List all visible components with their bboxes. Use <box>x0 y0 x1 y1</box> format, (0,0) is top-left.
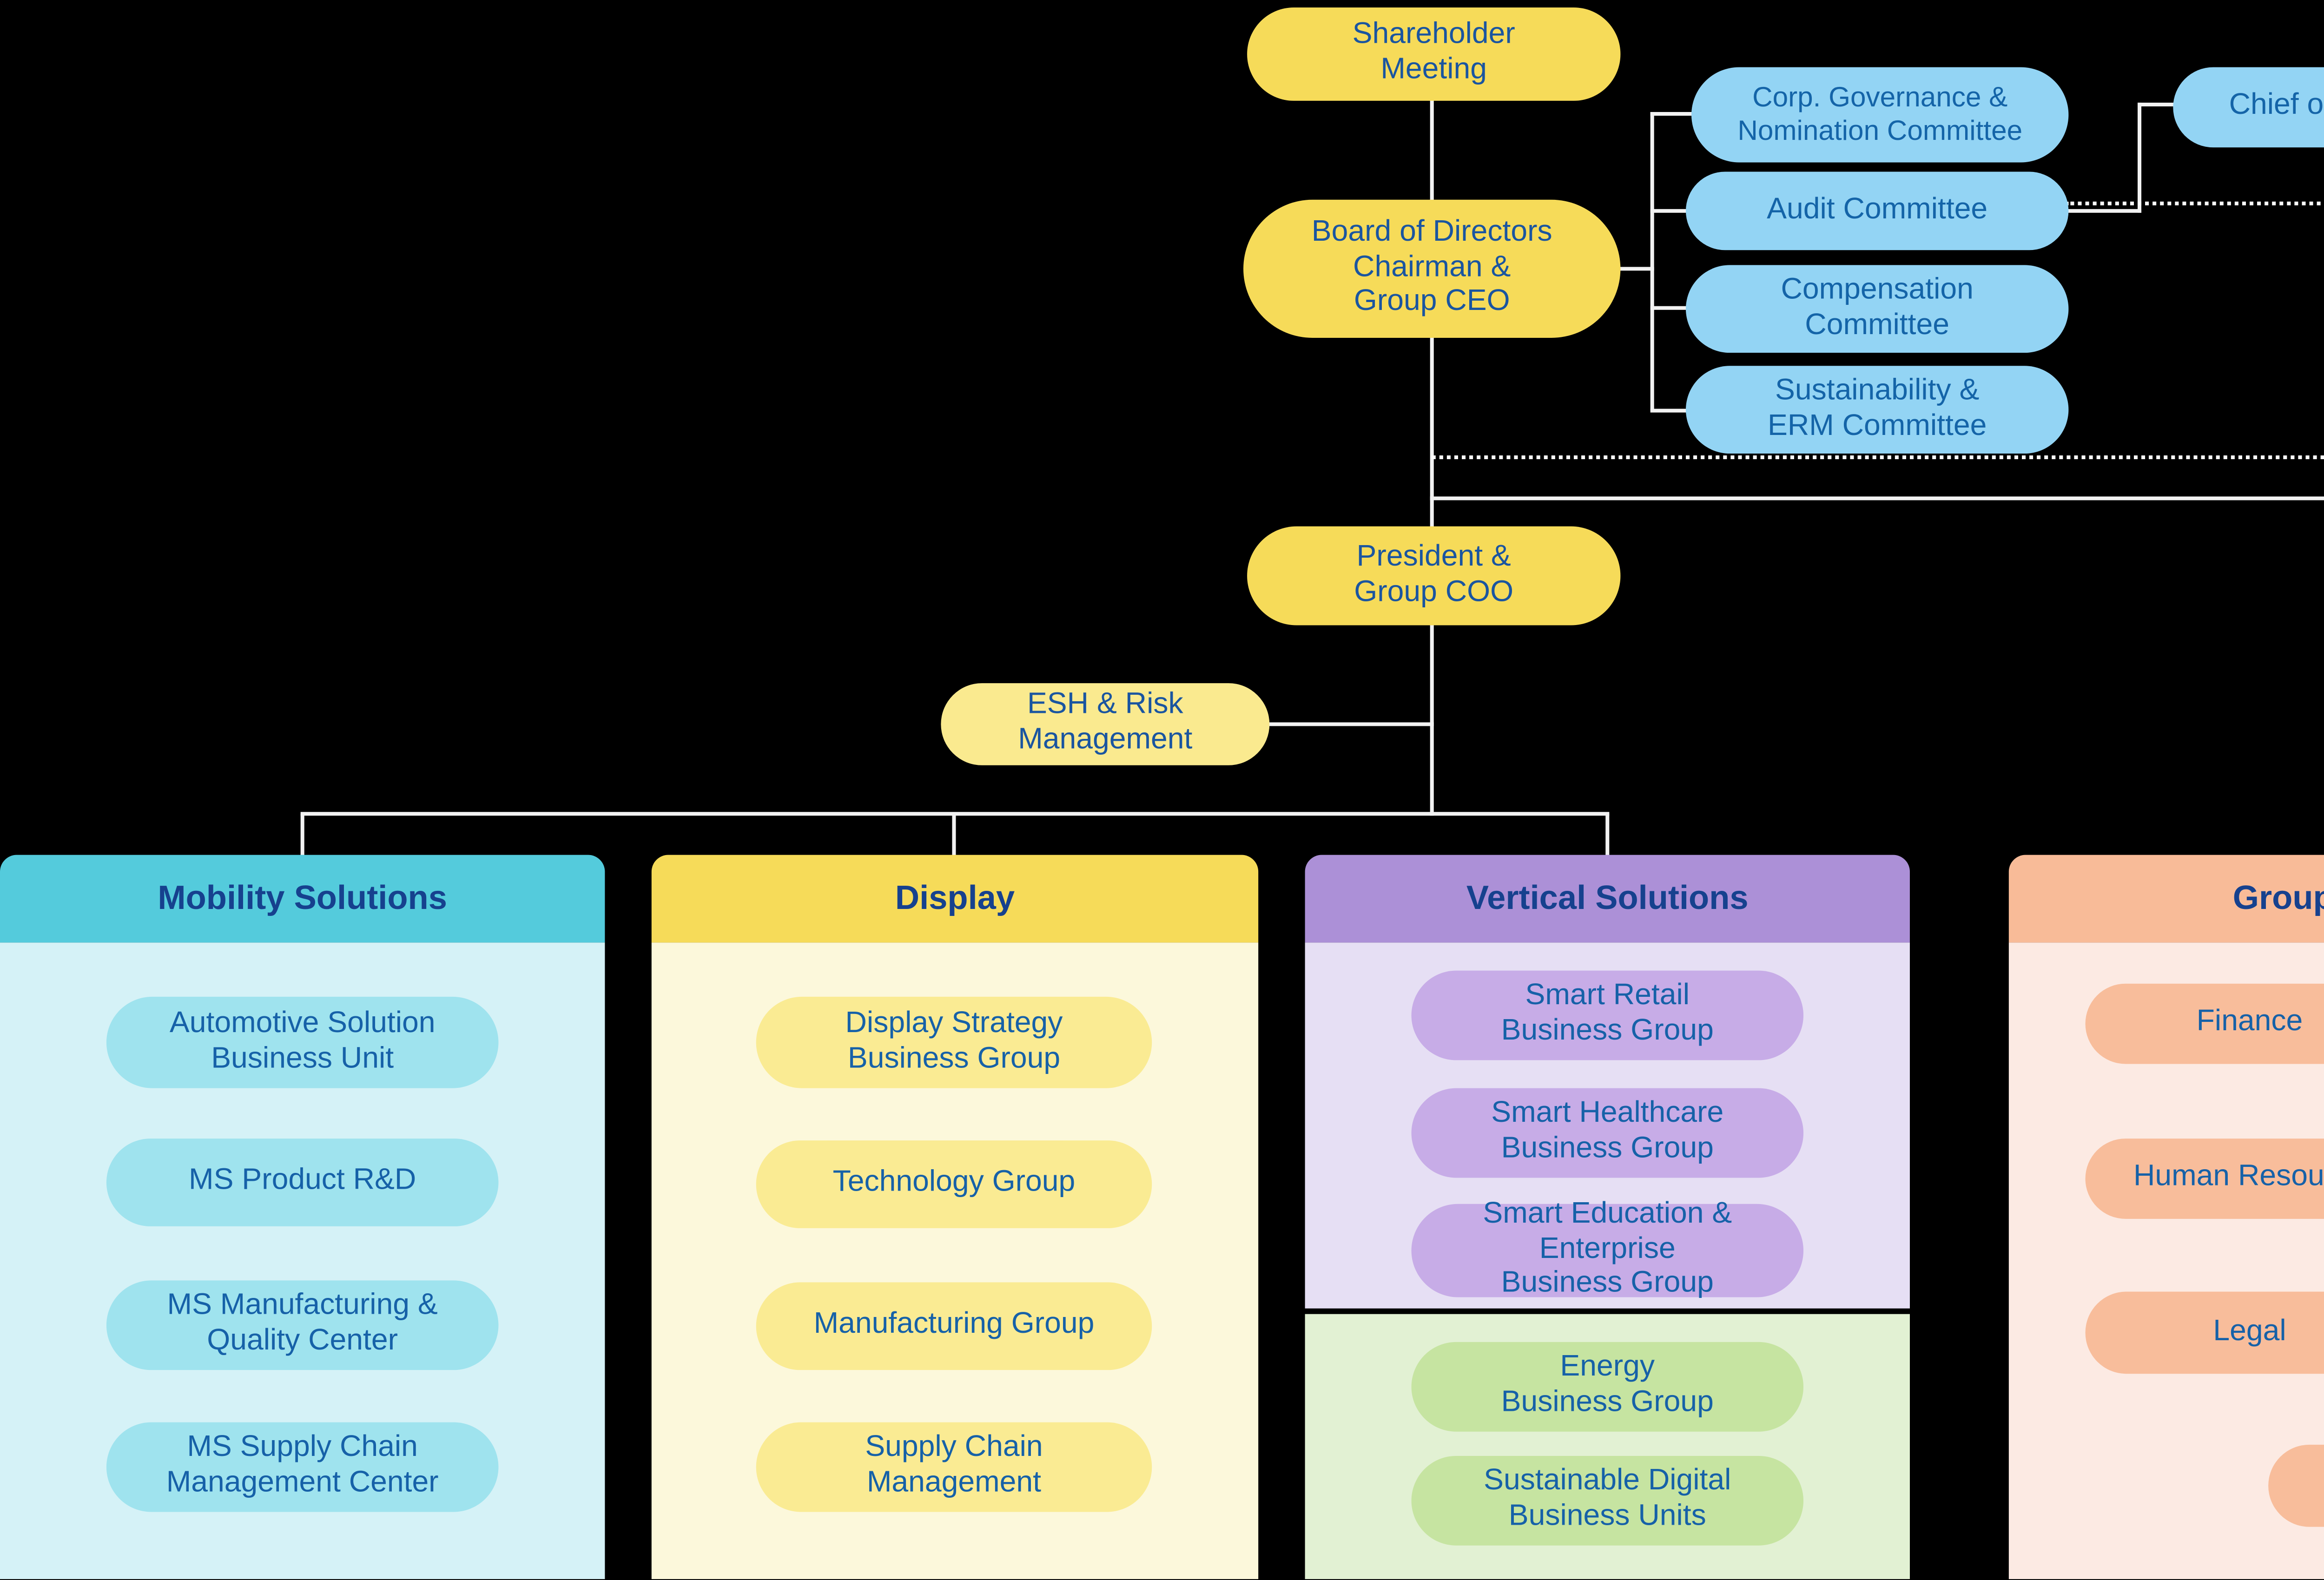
division-mobility-solutions: Mobility Solutions Automotive Solution B… <box>0 855 605 1580</box>
unit-ms-supply-chain: MS Supply Chain Management Center <box>106 1422 499 1512</box>
node-board-of-directors: Board of Directors Chairman & Group CEO <box>1243 199 1621 338</box>
connector-president-divisions <box>1430 623 1434 816</box>
unit-smart-education-enterprise: Smart Education & Enterprise Business Gr… <box>1411 1198 1804 1300</box>
connector-board-stub <box>1617 267 1654 271</box>
connector-board-president <box>1430 334 1434 528</box>
connector-drop-display <box>952 814 956 857</box>
connector-committee-bracket <box>1650 112 1654 411</box>
unit-legal: Legal <box>2085 1291 2324 1374</box>
unit-finance: Finance <box>2085 983 2324 1064</box>
connector-shareholder-board <box>1430 97 1434 202</box>
connector-corp-governance-stub <box>1650 112 1696 116</box>
division-display: Display Display Strategy Business Group … <box>651 855 1259 1580</box>
connector-compensation-stub <box>1650 306 1690 310</box>
unit-sustainable-digital: Sustainable Digital Business Units <box>1411 1455 1804 1546</box>
division-vertical-solutions: Vertical Solutions Smart Retail Business… <box>1305 855 1910 1580</box>
unit-smart-retail: Smart Retail Business Group <box>1411 970 1804 1060</box>
unit-ms-manufacturing-quality: MS Manufacturing & Quality Center <box>106 1280 499 1370</box>
connector-drop-mobility <box>300 814 304 857</box>
unit-ms-product-rd: MS Product R&D <box>106 1139 499 1226</box>
dotted-audit-right <box>2065 201 2324 205</box>
unit-automotive-solution: Automotive Solution Business Unit <box>106 996 499 1088</box>
connector-audit-compliance-v <box>2138 102 2142 213</box>
node-sustainability-erm-committee: Sustainability & ERM Committee <box>1685 366 2069 454</box>
division-header-infrastructure: Group Infrastructure Unit <box>2008 855 2324 943</box>
division-header-mobility: Mobility Solutions <box>0 855 605 943</box>
connector-drop-vertical <box>1605 814 1610 857</box>
node-compensation-committee: Compensation Committee <box>1685 265 2069 353</box>
node-esh-risk-management: ESH & Risk Management <box>941 683 1270 765</box>
node-president-group-coo: President & Group COO <box>1247 526 1621 625</box>
unit-manufacturing-group: Manufacturing Group <box>756 1282 1152 1370</box>
unit-technology-group: Technology Group <box>756 1140 1152 1228</box>
node-audit-committee: Audit Committee <box>1685 171 2069 250</box>
unit-energy-business-group: Energy Business Group <box>1411 1342 1804 1432</box>
unit-human-resource: Human Resource <box>2085 1139 2324 1219</box>
dotted-compliance-to-mainline <box>1432 455 2324 460</box>
unit-display-strategy: Display Strategy Business Group <box>756 996 1152 1088</box>
unit-smart-healthcare: Smart Healthcare Business Group <box>1411 1088 1804 1178</box>
node-shareholder-meeting: Shareholder Meeting <box>1247 7 1621 101</box>
connector-audit-stub <box>1650 209 1690 213</box>
node-chief-of-compliance: Chief of Compliance <box>2173 67 2324 148</box>
connector-audit-compliance-h <box>2065 209 2142 213</box>
unit-supply-chain-management: Supply Chain Management <box>756 1422 1152 1512</box>
division-header-display: Display <box>651 855 1259 943</box>
division-header-vertical: Vertical Solutions <box>1305 855 1910 943</box>
division-group-infrastructure: Group Infrastructure Unit Finance Digita… <box>2008 855 2324 1580</box>
connector-infrastructure-h <box>1430 496 2324 500</box>
connector-esh-president <box>1266 722 1434 726</box>
connector-compliance-stub <box>2138 102 2177 106</box>
node-corp-governance-committee: Corp. Governance & Nomination Committee <box>1691 67 2069 163</box>
connector-sustainability-stub <box>1650 408 1690 413</box>
